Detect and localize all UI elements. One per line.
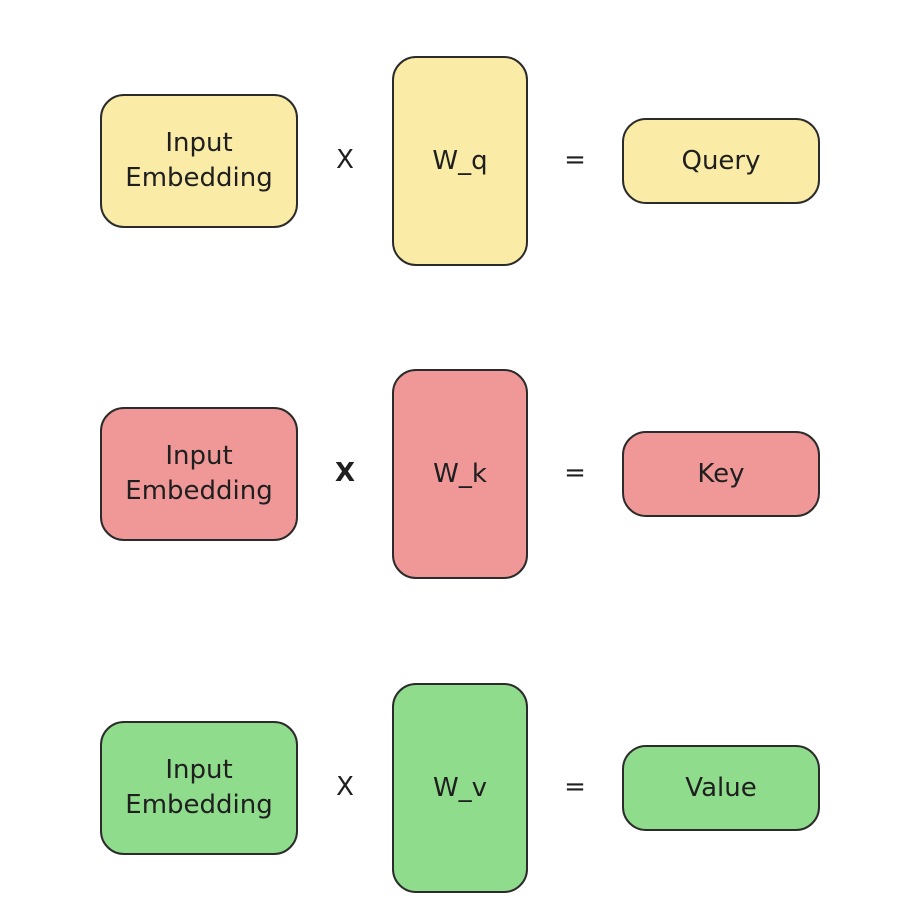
query-output-label: Query <box>681 145 761 176</box>
key-output-label: Key <box>697 458 745 489</box>
query-weight-matrix-box: W_q <box>392 56 528 266</box>
query-weight-matrix-label: W_q <box>432 145 488 176</box>
value-weight-matrix-label: W_v <box>432 772 488 803</box>
key-row: Input Embedding X W_k = Key <box>0 369 916 579</box>
value-weight-matrix-box: W_v <box>392 683 528 893</box>
key-input-embedding-box: Input Embedding <box>100 407 298 541</box>
value-input-embedding-box: Input Embedding <box>100 721 298 855</box>
key-weight-matrix-box: W_k <box>392 369 528 579</box>
key-output-box: Key <box>622 431 820 517</box>
value-equals-operator: = <box>564 772 586 802</box>
key-times-operator: X <box>334 458 356 488</box>
query-output-box: Query <box>622 118 820 204</box>
query-row: Input Embedding X W_q = Query <box>0 56 916 266</box>
value-times-operator: X <box>336 772 354 802</box>
value-input-embedding-label: Input Embedding <box>125 755 273 820</box>
value-row: Input Embedding X W_v = Value <box>0 683 916 893</box>
query-input-embedding-label: Input Embedding <box>125 128 273 193</box>
value-output-box: Value <box>622 745 820 831</box>
query-equals-operator: = <box>564 145 586 175</box>
query-times-operator: X <box>336 145 354 175</box>
key-equals-operator: = <box>564 458 586 488</box>
key-input-embedding-label: Input Embedding <box>125 441 273 506</box>
value-output-label: Value <box>685 772 757 803</box>
key-weight-matrix-label: W_k <box>433 458 487 489</box>
query-input-embedding-box: Input Embedding <box>100 94 298 228</box>
